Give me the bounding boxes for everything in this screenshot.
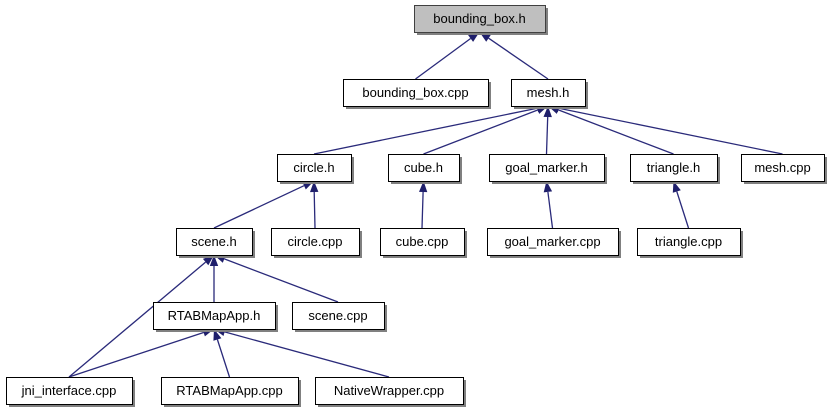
node-cube_cpp[interactable]: cube.cpp	[380, 228, 468, 259]
edge-cube_cpp-to-cube_h	[421, 191, 424, 229]
nodes-layer: bounding_box.h bounding_box.cpp mesh.h circ…	[6, 5, 828, 408]
node-bounding_box_cpp[interactable]: bounding_box.cpp	[343, 79, 492, 110]
node-circle_cpp[interactable]: circle.cpp	[271, 228, 363, 259]
node-mesh_h[interactable]: mesh.h	[511, 79, 589, 110]
edge-triangle_cpp-to-triangle_h	[676, 191, 690, 229]
node-scene_cpp[interactable]: scene.cpp	[292, 302, 388, 333]
node-scene_h[interactable]: scene.h	[176, 228, 256, 259]
edge-mesh_h-to-bounding_box_h	[488, 37, 549, 80]
node-bounding_box_h[interactable]: bounding_box.h	[414, 5, 549, 36]
node-rtabmapapp_cpp[interactable]: RTABMapApp.cpp	[161, 377, 302, 408]
edge-jni_interface_cpp-to-rtabmapapp_h	[68, 331, 204, 378]
edge-circle_h-to-mesh_h	[313, 107, 538, 155]
node-box-cube_h[interactable]	[388, 154, 460, 182]
node-box-nativewrapper_cpp[interactable]	[315, 377, 464, 405]
edge-scene_h-to-circle_h	[213, 185, 305, 229]
edge-nativewrapper_cpp-to-rtabmapapp_h	[224, 331, 390, 378]
node-box-mesh_h[interactable]	[511, 79, 586, 107]
node-rtabmapapp_h[interactable]: RTABMapApp.h	[153, 302, 279, 333]
node-nativewrapper_cpp[interactable]: NativeWrapper.cpp	[315, 377, 467, 408]
arrowhead-cube_cpp-to-cube_h	[419, 181, 428, 193]
node-box-scene_cpp[interactable]	[292, 302, 385, 330]
node-mesh_cpp[interactable]: mesh.cpp	[741, 154, 828, 185]
edge-goal_marker_cpp-to-goal_marker_h	[547, 191, 554, 229]
edge-triangle_h-to-mesh_h	[558, 109, 674, 155]
node-box-scene_h[interactable]	[176, 228, 253, 256]
edge-circle_cpp-to-circle_h	[313, 191, 316, 229]
arrowhead-goal_marker_h-to-mesh_h	[543, 106, 552, 118]
edge-jni_interface_cpp-to-scene_h	[68, 261, 207, 378]
node-triangle_cpp[interactable]: triangle.cpp	[637, 228, 744, 259]
edge-goal_marker_h-to-mesh_h	[545, 116, 549, 155]
node-box-rtabmapapp_h[interactable]	[153, 302, 276, 330]
edge-bounding_box_cpp-to-bounding_box_h	[415, 37, 471, 80]
node-goal_marker_cpp[interactable]: goal_marker.cpp	[487, 228, 622, 259]
node-box-triangle_h[interactable]	[630, 154, 718, 182]
node-cube_h[interactable]: cube.h	[388, 154, 463, 185]
node-box-circle_h[interactable]	[277, 154, 352, 182]
node-box-triangle_cpp[interactable]	[637, 228, 741, 256]
node-box-bounding_box_h[interactable]	[414, 5, 546, 33]
arrowhead-rtabmapapp_h-to-scene_h	[209, 255, 219, 266]
edge-rtabmapapp_cpp-to-rtabmapapp_h	[216, 339, 231, 378]
node-circle_h[interactable]: circle.h	[277, 154, 355, 185]
node-box-rtabmapapp_cpp[interactable]	[161, 377, 299, 405]
node-box-goal_marker_h[interactable]	[489, 154, 605, 182]
node-box-bounding_box_cpp[interactable]	[343, 79, 489, 107]
edge-scene_cpp-to-scene_h	[224, 258, 339, 303]
edge-mesh_cpp-to-mesh_h	[558, 107, 783, 155]
node-jni_interface_cpp[interactable]: jni_interface.cpp	[6, 377, 136, 408]
node-box-cube_cpp[interactable]	[380, 228, 465, 256]
node-box-goal_marker_cpp[interactable]	[487, 228, 619, 256]
node-box-circle_cpp[interactable]	[271, 228, 360, 256]
node-box-mesh_cpp[interactable]	[741, 154, 825, 182]
edge-cube_h-to-mesh_h	[423, 109, 538, 155]
arrowhead-circle_cpp-to-circle_h	[310, 181, 319, 193]
arrowhead-goal_marker_cpp-to-goal_marker_h	[543, 181, 553, 193]
node-triangle_h[interactable]: triangle.h	[630, 154, 721, 185]
node-box-jni_interface_cpp[interactable]	[6, 377, 133, 405]
node-goal_marker_h[interactable]: goal_marker.h	[489, 154, 608, 185]
